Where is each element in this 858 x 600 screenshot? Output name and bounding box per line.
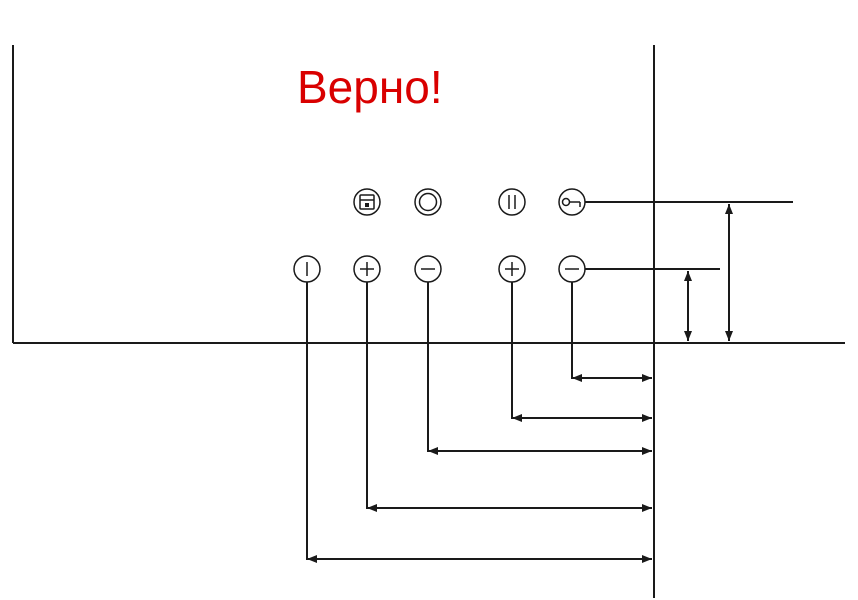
pause-button	[498, 188, 526, 216]
power-ring-button	[414, 188, 442, 216]
minus-button-2	[558, 255, 586, 283]
plus-icon	[505, 262, 519, 276]
verdict-heading: Верно!	[297, 61, 443, 113]
power-ring-icon	[418, 192, 438, 212]
plus-button-2	[498, 255, 526, 283]
pause-icon	[508, 195, 516, 209]
key-icon	[561, 197, 581, 207]
child-lock-icon	[359, 194, 375, 210]
on-off-button	[293, 255, 321, 283]
key-lock-button	[558, 188, 586, 216]
plus-icon	[360, 262, 374, 276]
child-lock-button	[353, 188, 381, 216]
plus-button-1	[353, 255, 381, 283]
minus-button-1	[414, 255, 442, 283]
